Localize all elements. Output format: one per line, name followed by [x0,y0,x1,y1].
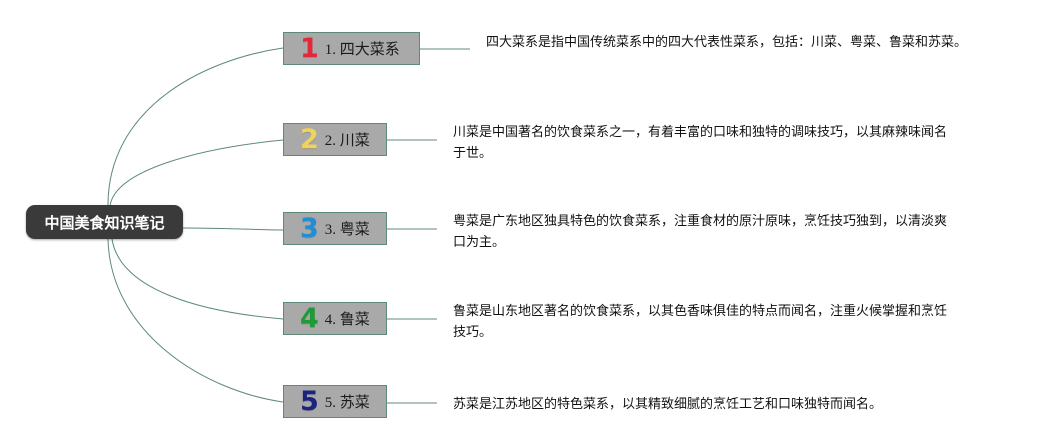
root-node[interactable]: 中国美食知识笔记 [26,205,183,239]
topic-label: 1. 四大菜系 [324,42,400,58]
branch-connector-3 [182,227,284,231]
topic-description: 苏菜是江苏地区的特色菜系，以其精致细腻的烹饪工艺和口味独特而闻名。 [453,397,883,412]
number-1-icon: 1 [300,33,319,64]
number-4-icon: 4 [300,303,319,334]
topic-label: 5. 苏菜 [324,395,370,411]
root-label: 中国美食知识笔记 [44,213,165,232]
topic-description: 川菜是中国著名的饮食菜系之一，有着丰富的口味和独特的调味技巧，以其麻辣味闻名于世… [453,125,948,161]
topic-label: 4. 鲁菜 [324,312,370,328]
topic-description: 粤菜是广东地区独具特色的饮食菜系，注重食材的原汁原味，烹饪技巧独到，以清淡爽口为… [453,214,948,250]
branch-connector-4 [111,238,284,320]
topic-label: 2. 川菜 [324,133,370,149]
branch-connector-5 [107,238,284,403]
branch-connector-1 [107,47,284,206]
topic-node-yue-cuisine[interactable]: 3 3. 粤菜 [283,212,387,245]
topic-node-lu-cuisine[interactable]: 4 4. 鲁菜 [283,302,387,335]
topic-node-chuan-cuisine[interactable]: 2 2. 川菜 [283,123,387,156]
branch-connector-2 [109,139,284,207]
topic-node-sichuan-four-cuisines[interactable]: 1 1. 四大菜系 [283,32,420,65]
topic-description: 鲁菜是山东地区著名的饮食菜系，以其色香味俱佳的特点而闻名，注重火候掌握和烹饪技巧… [453,304,948,340]
topic-label: 3. 粤菜 [324,222,370,238]
topic-description: 四大菜系是指中国传统菜系中的四大代表性菜系，包括：川菜、粤菜、鲁菜和苏菜。 [486,35,968,50]
topic-node-su-cuisine[interactable]: 5 5. 苏菜 [283,385,387,418]
number-5-icon: 5 [300,386,319,417]
number-3-icon: 3 [300,213,319,244]
number-2-icon: 2 [300,124,319,155]
